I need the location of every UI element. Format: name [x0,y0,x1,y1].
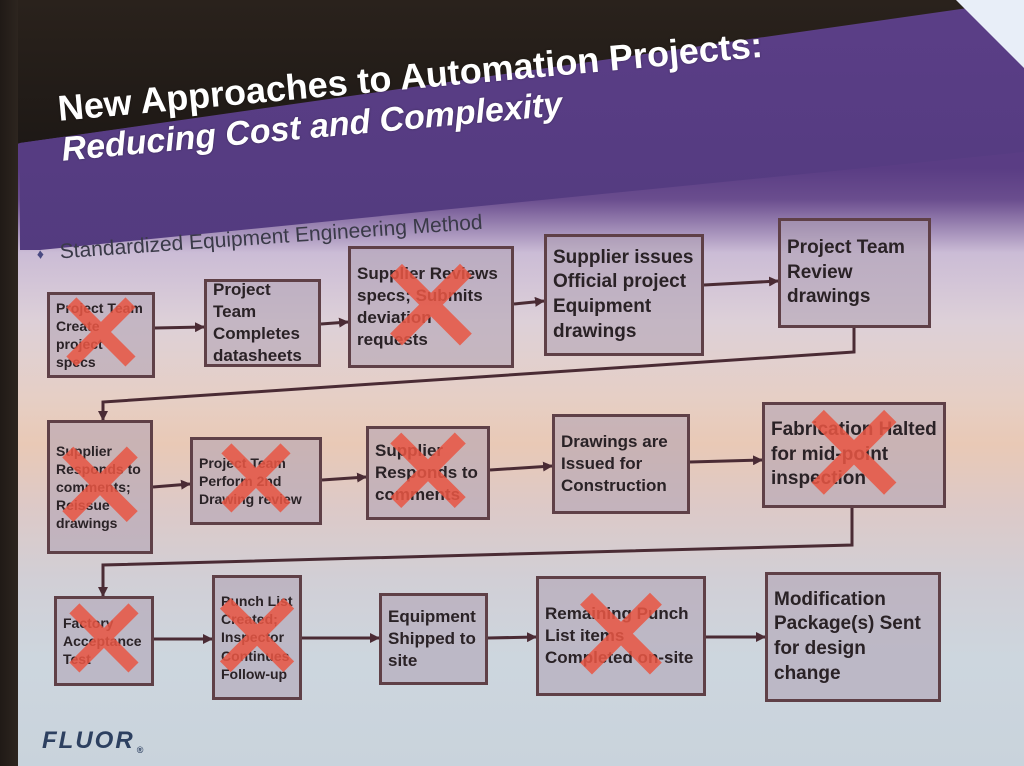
step-label: Project Team Create project specs [56,299,143,371]
arrow [703,276,779,287]
arrow [98,328,856,421]
arrow [98,508,854,597]
step-label: Supplier Responds to comments [375,440,478,505]
step-supplier-reviews-specs: Supplier Reviews specs; Submits deviatio… [348,242,514,372]
step-project-team-create-specs: Project Team Create project specs ✕ [47,280,155,390]
step-punch-list-created: Punch List Created; Inspector Continues … [208,575,306,700]
step-label: Fabrication Halted for mid-point inspect… [771,418,937,490]
step-label: Project Team Review drawings [787,236,905,308]
step-second-drawing-review: Project Team Perform 2nd Drawing review … [190,426,322,536]
arrow [689,455,763,466]
step-label: Equipment Shipped to site [388,606,476,671]
arrow [489,461,553,472]
arrow [321,472,367,483]
step-supplier-issues-drawings: Supplier issues Official project Equipme… [544,234,704,356]
step-project-team-completes-datasheets: Project Team Completes datasheets [204,279,321,367]
step-project-team-review-drawings: Project Team Review drawings [778,218,931,328]
corner-light [956,0,1024,68]
arrow [513,296,545,307]
step-label: Remaining Punch List items Completed on-… [545,603,694,668]
step-label: Project Team Perform 2nd Drawing review [199,454,302,508]
arrow [320,317,349,328]
step-label: Factory Acceptance Test [63,614,142,668]
arrow [154,322,205,333]
registered-mark: ® [136,745,146,755]
step-fabrication-halted: Fabrication Halted for mid-point inspect… [762,388,946,523]
step-factory-acceptance-test: Factory Acceptance Test ✕ [54,586,154,696]
step-label: Modification Package(s) Sent for design … [774,588,921,684]
arrow [487,632,537,643]
step-supplier-responds-comments: Supplier Responds to comments ✕ [366,413,490,533]
fluor-logo: FLUOR® [42,727,145,755]
step-label: Punch List Created; Inspector Continues … [221,593,293,682]
step-equipment-shipped: Equipment Shipped to site [379,593,488,685]
step-label: Supplier issues Official project Equipme… [553,246,694,342]
room-edge [0,0,18,766]
logo-text: FLUOR [42,727,135,754]
step-label: Supplier Responds to comments; Reissue d… [56,442,141,532]
arrow [152,479,191,490]
step-label: Drawings are Issued for Construction [561,431,668,496]
step-modification-package: Modification Package(s) Sent for design … [765,572,941,702]
step-supplier-responds-reissue: Supplier Responds to comments; Reissue d… [47,420,153,554]
step-label: Project Team Completes datasheets [213,279,302,366]
step-label: Supplier Reviews specs; Submits deviatio… [357,263,498,350]
step-remaining-punch-list: Remaining Punch List items Completed on-… [536,571,706,701]
step-drawings-issued-construction: Drawings are Issued for Construction [552,414,690,514]
